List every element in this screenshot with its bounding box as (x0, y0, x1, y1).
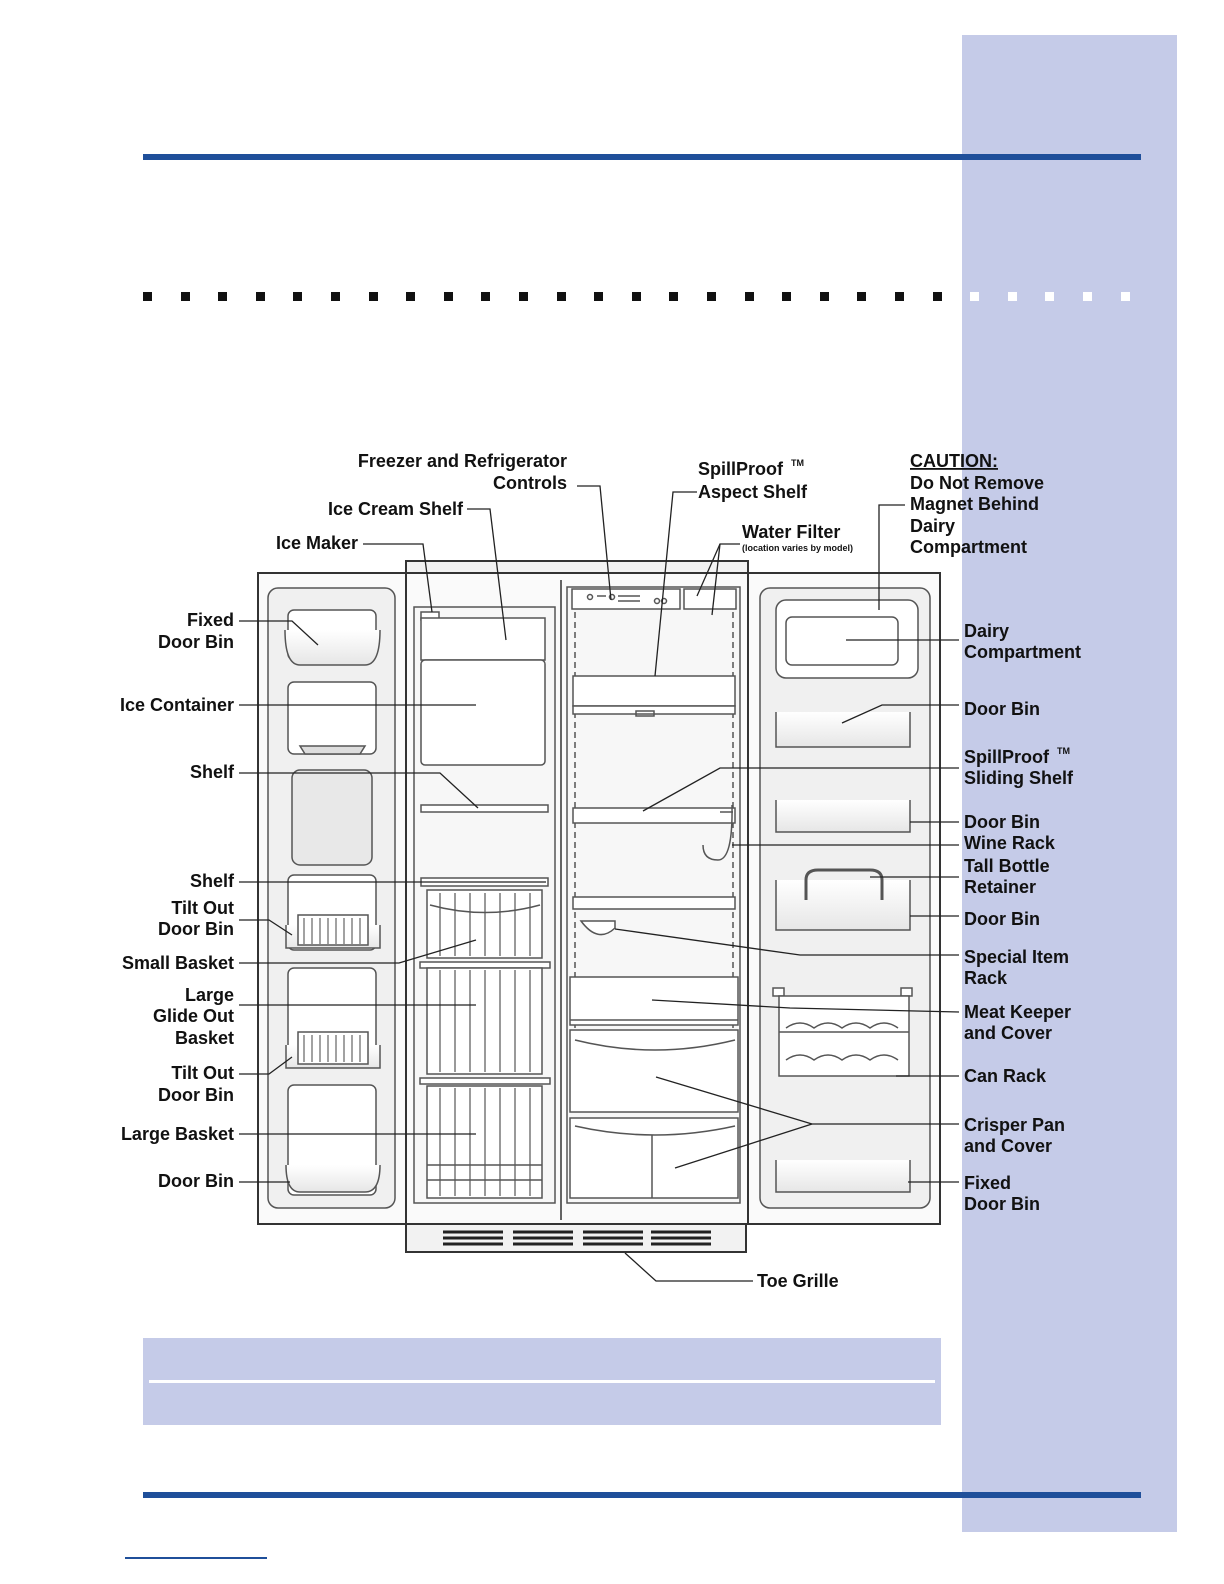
label-fixed-door-bin-r: Fixed (964, 1173, 1011, 1193)
label-water-filter: Water Filter (742, 522, 840, 542)
label-caution-4: Dairy (910, 516, 955, 536)
divider-dot (857, 292, 867, 301)
label-tm-2: TM (1057, 746, 1070, 756)
label-dairy-2: Compartment (964, 642, 1081, 662)
label-door-bin-r3: Door Bin (964, 909, 1040, 929)
label-meat-keeper-2: and Cover (964, 1023, 1052, 1043)
label-door-bin-r2: Door Bin (964, 812, 1040, 832)
leader-lines (239, 485, 960, 1282)
label-large-glide-3: Basket (175, 1028, 234, 1048)
divider-dot (406, 292, 416, 301)
divider-dot (293, 292, 303, 301)
label-tilt-out-b-2: Door Bin (158, 1085, 234, 1105)
label-fixed-door-bin-2: Door Bin (158, 632, 234, 652)
footer-rule (143, 1492, 1141, 1498)
label-tall-bottle-2: Retainer (964, 877, 1036, 897)
divider-dot (368, 292, 378, 301)
label-door-bin-r1: Door Bin (964, 699, 1040, 719)
label-tilt-out: Tilt Out (171, 898, 234, 918)
divider-dot (1045, 292, 1055, 301)
label-special-item: Special Item (964, 947, 1069, 967)
divider-dot (819, 292, 829, 301)
label-caution-3: Magnet Behind (910, 494, 1039, 514)
label-ice-container: Ice Container (120, 695, 234, 715)
label-shelf: Shelf (190, 762, 235, 782)
divider-dot (519, 292, 528, 301)
label-ice-maker: Ice Maker (276, 533, 358, 553)
label-crisper-2: and Cover (964, 1136, 1052, 1156)
label-special-item-2: Rack (964, 968, 1008, 988)
divider-dot (707, 292, 716, 301)
label-tall-bottle: Tall Bottle (964, 856, 1050, 876)
label-tm: TM (791, 458, 804, 468)
label-tilt-out-b: Tilt Out (171, 1063, 234, 1083)
fresh-food-compartment (566, 586, 741, 1204)
divider-dot (443, 292, 453, 301)
label-spillproof-sliding: SpillProof (964, 747, 1050, 767)
header-rule (143, 154, 1141, 160)
label-wine-rack: Wine Rack (964, 833, 1056, 853)
label-large-basket: Large Basket (121, 1124, 234, 1144)
divider-dot (631, 292, 641, 301)
label-shelf-2: Shelf (190, 871, 235, 891)
label-caution-5: Compartment (910, 537, 1027, 557)
divider-dot (180, 292, 190, 301)
label-crisper: Crisper Pan (964, 1115, 1065, 1135)
label-small-basket: Small Basket (122, 953, 234, 973)
note-divider (149, 1380, 935, 1383)
label-door-bin-left: Door Bin (158, 1171, 234, 1191)
freezer-door (267, 587, 396, 1209)
divider-dot (143, 292, 152, 301)
divider-dot (669, 292, 679, 301)
divider-dot (218, 292, 228, 301)
label-spillproof-aspect: SpillProof (698, 459, 784, 479)
freezer-compartment (413, 606, 556, 1204)
dotted-divider (143, 292, 1143, 302)
side-panel (962, 35, 1177, 1532)
label-water-filter-note: (location varies by model) (742, 543, 853, 553)
divider-dot (970, 292, 980, 301)
label-freezer-controls: Freezer and Refrigerator (358, 451, 567, 471)
divider-dot (1120, 292, 1130, 301)
divider-dot (1083, 292, 1092, 301)
label-tilt-out-2: Door Bin (158, 919, 234, 939)
label-large-glide: Large (185, 985, 234, 1005)
label-freezer-controls-2: Controls (493, 473, 567, 493)
divider-dot (594, 292, 604, 301)
divider-dot (1007, 292, 1017, 301)
label-toe-grille: Toe Grille (757, 1271, 839, 1291)
divider-dot (255, 292, 265, 301)
label-caution: CAUTION: (910, 451, 998, 471)
label-fixed-door-bin: Fixed (187, 610, 234, 630)
divider-dot (331, 292, 340, 301)
refrigerator-door (759, 587, 931, 1209)
note-box (143, 1338, 941, 1425)
divider-dot (744, 292, 754, 301)
callout-labels: Freezer and Refrigerator Controls Ice Cr… (120, 451, 1081, 1291)
label-caution-2: Do Not Remove (910, 473, 1044, 493)
label-dairy: Dairy (964, 621, 1009, 641)
footer-underline (125, 1557, 267, 1559)
toe-grille (405, 1223, 747, 1253)
divider-dot (481, 292, 491, 301)
label-can-rack: Can Rack (964, 1066, 1047, 1086)
label-meat-keeper: Meat Keeper (964, 1002, 1071, 1022)
divider-dot (932, 292, 942, 301)
label-spillproof-sliding-2: Sliding Shelf (964, 768, 1074, 788)
label-spillproof-aspect-2: Aspect Shelf (698, 482, 808, 502)
divider-dot (556, 292, 566, 301)
label-ice-cream-shelf: Ice Cream Shelf (328, 499, 464, 519)
divider-dot (895, 292, 904, 301)
label-fixed-door-bin-r-2: Door Bin (964, 1194, 1040, 1214)
label-large-glide-2: Glide Out (153, 1006, 234, 1026)
divider-dot (782, 292, 792, 301)
